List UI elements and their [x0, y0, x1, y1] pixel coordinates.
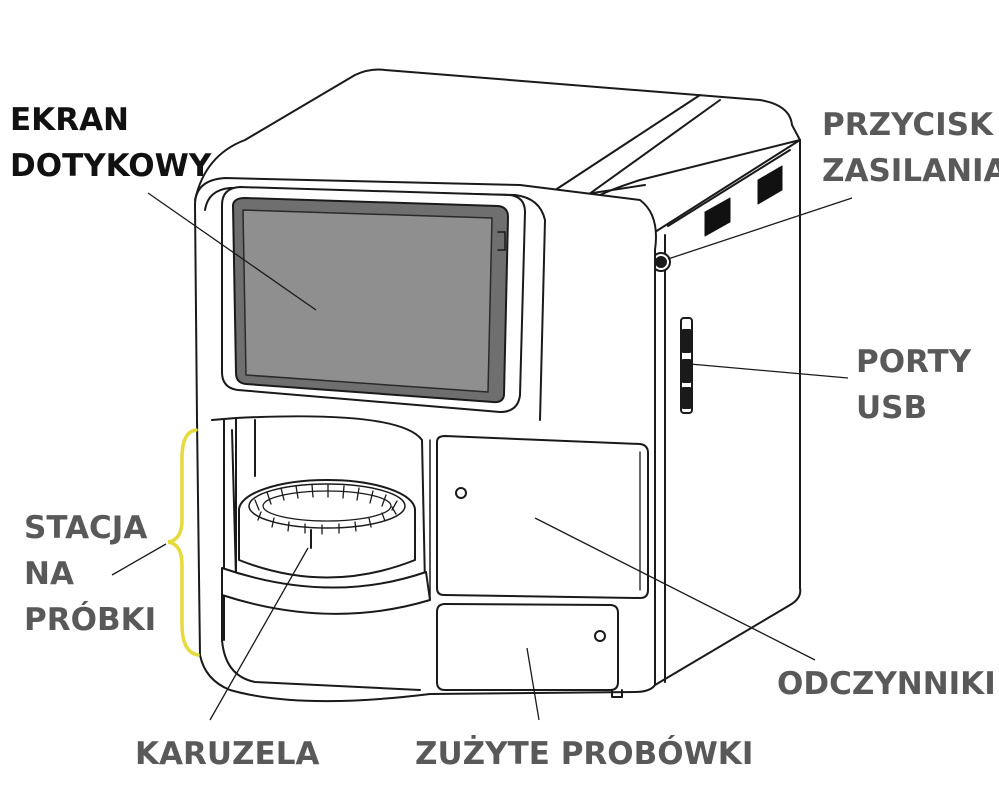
- leader-karuzela: [209, 547, 309, 721]
- right-side-panel: [654, 139, 802, 686]
- label-porty-line-1: PORTY: [856, 344, 972, 380]
- label-porty-usb: PORTY USB: [856, 339, 971, 431]
- label-porty-line-2: USB: [856, 390, 928, 426]
- waste-drawer: [436, 603, 619, 691]
- label-stacja-line-1: STACJA: [24, 510, 148, 546]
- leader-ekran: [147, 192, 317, 311]
- leader-zuzyte: [526, 647, 540, 721]
- label-stacja-line-2: NA: [24, 556, 74, 592]
- label-przycisk-zasilania: PRZYCISK ZASILANIA: [822, 102, 999, 194]
- usb-ports: [680, 317, 693, 414]
- sample-station-bracket: [167, 428, 200, 657]
- leader-odczynniki: [534, 517, 816, 661]
- carousel: [238, 479, 416, 579]
- label-karuzela: KARUZELA: [135, 736, 320, 772]
- label-stacja-na-probki: STACJA NA PRÓBKI: [24, 505, 156, 643]
- label-zuzyte-probowki: ZUŻYTE PROBÓWKI: [415, 736, 754, 772]
- power-button: [651, 252, 671, 272]
- leader-przycisk: [667, 197, 853, 260]
- label-przycisk-line-1: PRZYCISK: [822, 107, 994, 143]
- label-przycisk-line-2: ZASILANIA: [822, 153, 999, 189]
- top-seam: [539, 94, 701, 201]
- label-ekran-line-1: EKRAN: [10, 102, 130, 138]
- label-odczynniki: ODCZYNNIKI: [777, 666, 996, 702]
- leader-porty: [689, 363, 849, 379]
- leader-stacja: [111, 543, 167, 576]
- vent-grilles: [704, 165, 783, 237]
- reagents-door: [436, 435, 649, 599]
- label-ekran-line-2: DOTYKOWY: [10, 148, 212, 184]
- top-panel: [194, 68, 801, 216]
- label-ekran-dotykowy: EKRAN DOTYKOWY: [10, 97, 211, 189]
- label-stacja-line-3: PRÓBKI: [24, 602, 157, 638]
